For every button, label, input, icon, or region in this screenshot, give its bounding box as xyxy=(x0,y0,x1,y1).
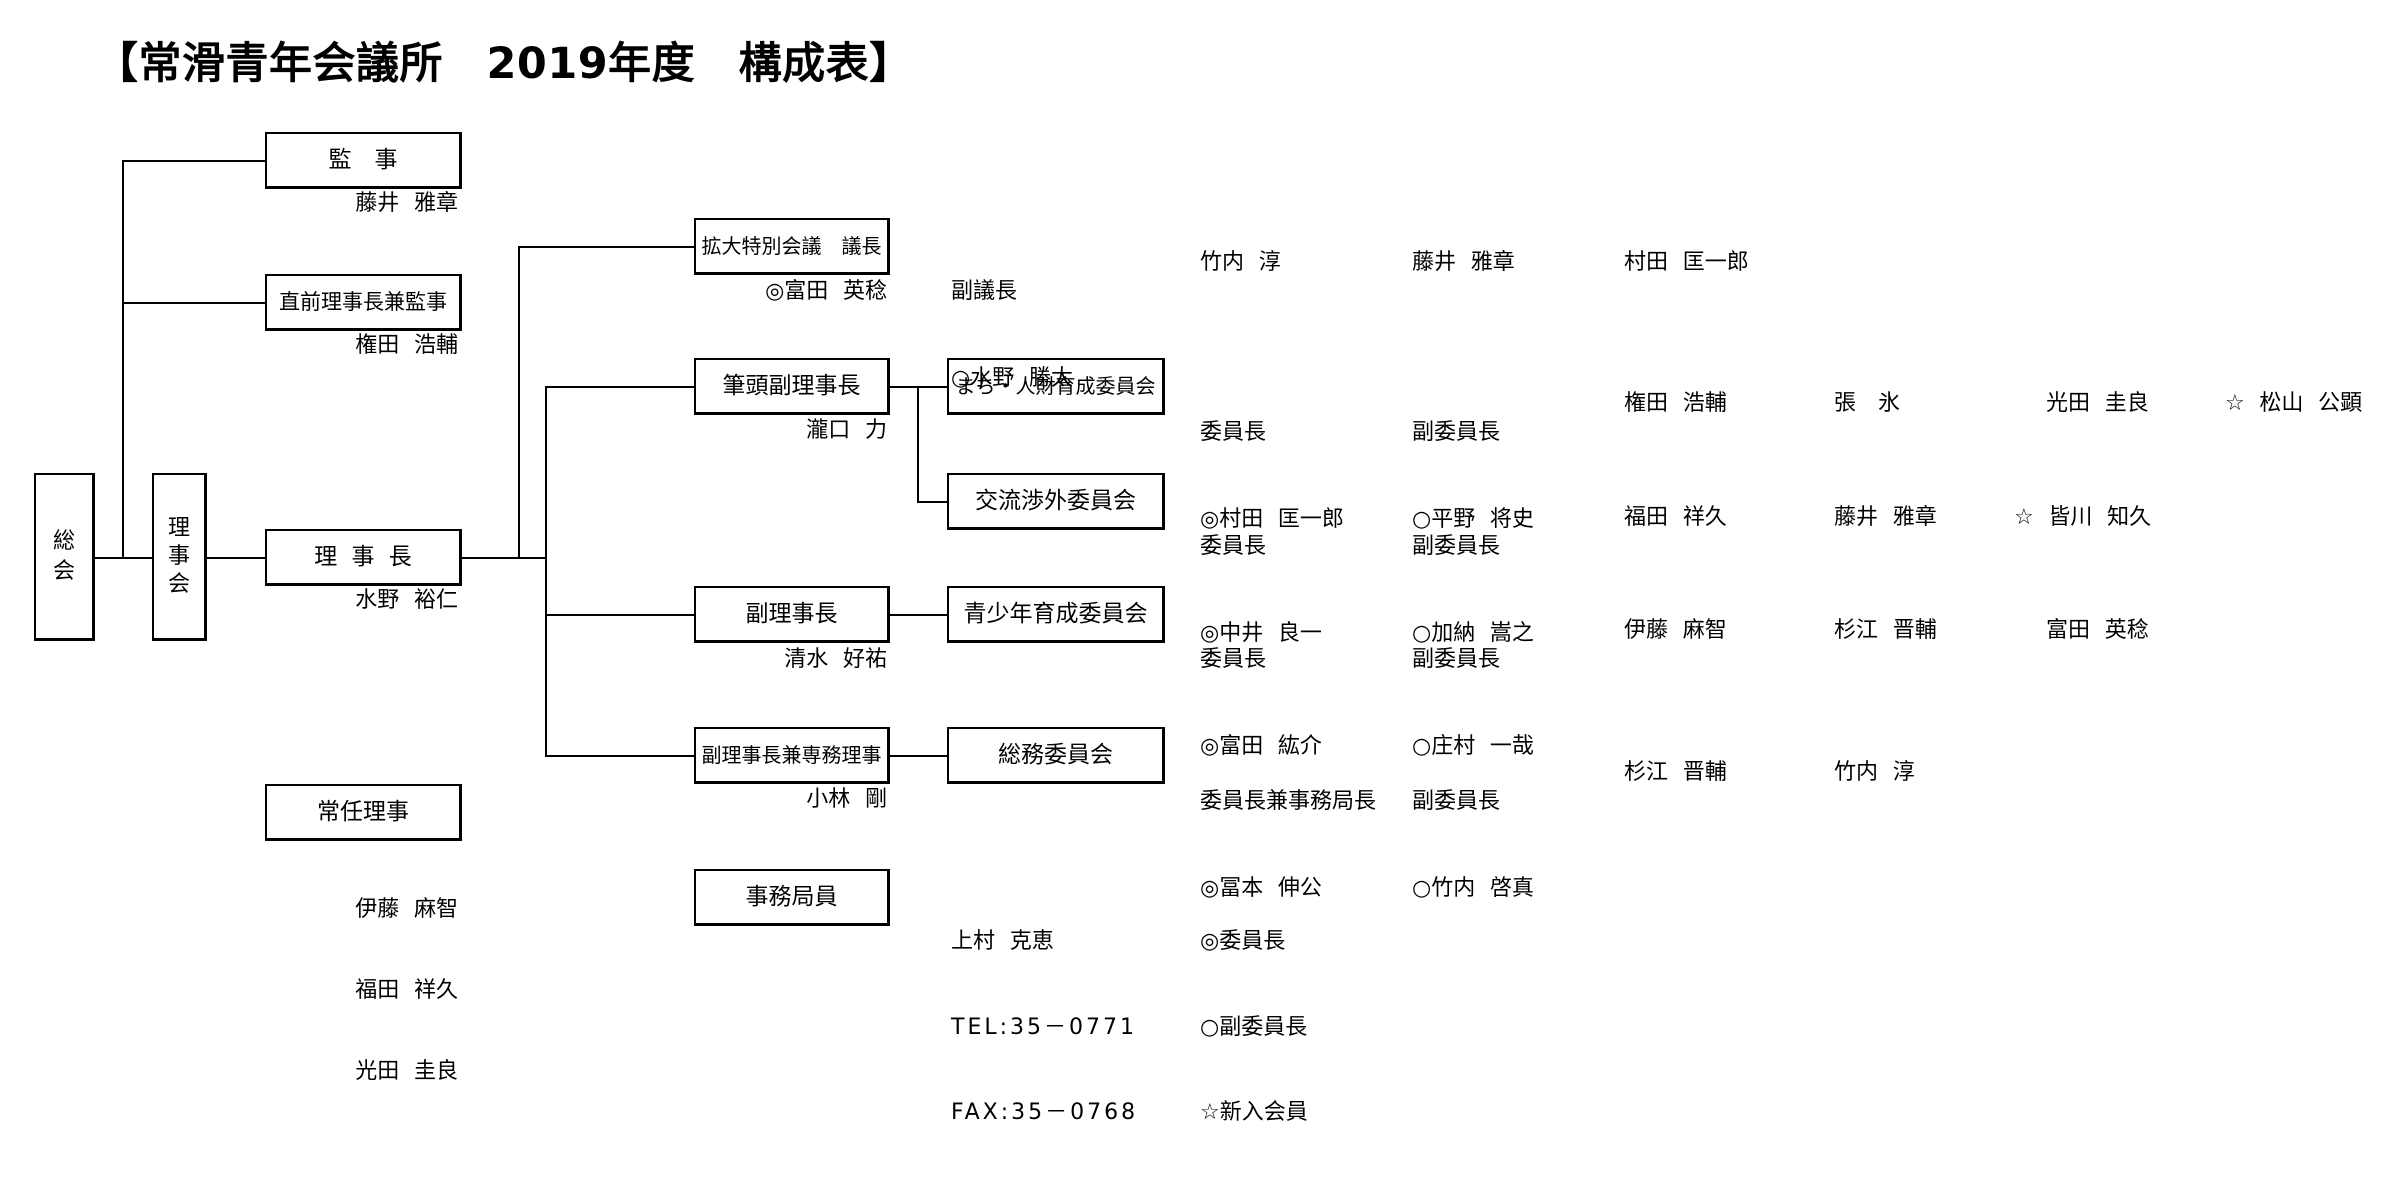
secretariat-tel: TEL:35－0771 xyxy=(951,1014,1137,1040)
general-assembly-box: 総会 xyxy=(34,473,95,641)
standing-directors-box: 常任理事 xyxy=(265,784,462,841)
member-name: 竹内 淳 xyxy=(1200,250,1281,275)
connector-auditors-trunk xyxy=(122,160,124,559)
person-name: 上村 克恵 xyxy=(951,929,1054,954)
member-name: 藤井 雅章 xyxy=(1834,505,1937,530)
connector-president-out xyxy=(462,557,546,559)
role-label: 副委員長 xyxy=(1412,420,1501,445)
president-box: 理 事 長 xyxy=(265,529,462,586)
member-name: 村田 匡一郎 xyxy=(1624,250,1749,275)
person-name: ○加納 嵩之 xyxy=(1412,621,1534,646)
member-name: 藤井 雅章 xyxy=(1412,250,1515,275)
secretariat-row: 上村 克恵 TEL:35－0771 FAX:35－0768 ◎委員長 ○副委員長… xyxy=(0,871,2394,1125)
committee-box-machi: まち・人財育成委員会 xyxy=(947,358,1165,415)
general-assembly-label: 総会 xyxy=(52,528,75,584)
vice-president-name: 清水 好祐 xyxy=(784,647,887,672)
person-name: ◎村田 匡一郎 xyxy=(1200,507,1344,532)
member-name: 杉江 晋輔 xyxy=(1624,760,1727,785)
chair-cell: 委員長 ◎村田 匡一郎 xyxy=(1200,360,1344,592)
role-label: 委員長 xyxy=(1200,647,1267,672)
member-name: 張 氷 xyxy=(1834,391,1901,416)
connector-executive-director xyxy=(545,755,694,757)
page-title: 【常滑青年会議所 2019年度 構成表】 xyxy=(95,39,913,89)
connector-committee-koryu xyxy=(917,501,947,503)
committee-box-somu: 総務委員会 xyxy=(947,727,1165,784)
member-name: 竹内 淳 xyxy=(1834,760,1915,785)
committee-row-seishonen: 委員長 ◎富田 紘介 副委員長 ○庄村 一哉 伊藤 麻智 杉江 晋輔 富田 英稔 xyxy=(0,587,2394,759)
connector-former-president xyxy=(122,302,265,304)
connector-committee-seishonen xyxy=(890,614,947,616)
role-label: 委員長 xyxy=(1200,420,1267,445)
list-item: 福田 祥久 xyxy=(355,978,458,1003)
member-name: 権田 浩輔 xyxy=(1624,391,1727,416)
connector-senior-vp-trunk xyxy=(917,386,919,503)
committee-box-koryu: 交流渉外委員会 xyxy=(947,473,1165,530)
board-meeting-label: 理事会 xyxy=(167,515,190,597)
vice-chair-cell: 副委員長 ○竹内 啓真 xyxy=(1412,729,1534,961)
extended-meeting-chair: ◎富田 英稔 xyxy=(765,279,887,304)
member-name: 杉江 晋輔 xyxy=(1834,618,1937,643)
new-member-name: ☆ 松山 公顕 xyxy=(2225,391,2363,416)
board-meeting-box: 理事会 xyxy=(152,473,207,641)
person-name: ◎冨本 伸公 xyxy=(1200,876,1322,901)
list-item: 光田 圭良 xyxy=(355,1059,458,1084)
chair-cell: 委員長 ◎富田 紘介 xyxy=(1200,587,1322,819)
role-label: 副委員長 xyxy=(1412,789,1501,814)
executive-director-name: 小林 剛 xyxy=(806,787,887,812)
committee-row-koryu: 委員長 ◎中井 良一 副委員長 ○加納 嵩之 福田 祥久 藤井 雅章 ☆ 皆川 … xyxy=(0,474,2394,646)
person-name: ○庄村 一哉 xyxy=(1412,734,1534,759)
auditor-box: 監 事 xyxy=(265,132,462,189)
senior-vice-president-name: 瀧口 力 xyxy=(806,418,887,443)
vice-chair-cell: 副委員長 ○庄村 一哉 xyxy=(1412,587,1534,819)
connector-auditor xyxy=(122,160,265,162)
list-item: 伊藤 麻智 xyxy=(355,897,458,922)
person-name: ◎中井 良一 xyxy=(1200,621,1322,646)
person-name: ◎富田 紘介 xyxy=(1200,734,1322,759)
legend-item: ◎委員長 xyxy=(1200,929,1286,954)
chair-cell: 委員長 ◎中井 良一 xyxy=(1200,474,1322,706)
vice-chair-cell: 副委員長 ○加納 嵩之 xyxy=(1412,474,1534,706)
senior-vice-president-box: 筆頭副理事長 xyxy=(694,358,890,415)
connector-board-president xyxy=(207,557,265,559)
auditor-name: 藤井 雅章 xyxy=(355,191,458,216)
legend-item: ○副委員長 xyxy=(1200,1014,1308,1040)
person-name: ○平野 将史 xyxy=(1412,507,1534,532)
former-president-box: 直前理事長兼監事 xyxy=(265,274,462,331)
connector-extended-meeting xyxy=(518,246,694,248)
member-name: 福田 祥久 xyxy=(1624,505,1727,530)
president-name: 水野 裕仁 xyxy=(355,588,458,613)
committee-row-somu: 委員長兼事務局長 ◎冨本 伸公 副委員長 ○竹内 啓真 杉江 晋輔 竹内 淳 xyxy=(0,729,2394,901)
member-name: 伊藤 麻智 xyxy=(1624,618,1727,643)
extended-meeting-members-row: 副議長 ○水野 勝太 竹内 淳 藤井 雅章 村田 匡一郎 xyxy=(0,219,2394,391)
former-president-name: 権田 浩輔 xyxy=(355,333,458,358)
secretariat-box: 事務局員 xyxy=(694,869,890,926)
role-label: 委員長 xyxy=(1200,534,1267,559)
committee-box-seishonen: 青少年育成委員会 xyxy=(947,586,1165,643)
person-name: ○竹内 啓真 xyxy=(1412,876,1534,901)
vice-chair-cell: 副委員長 ○平野 将史 xyxy=(1412,360,1534,592)
connector-vp xyxy=(545,614,694,616)
committee-row-machi: 委員長 ◎村田 匡一郎 副委員長 ○平野 将史 権田 浩輔 張 氷 光田 圭良 … xyxy=(0,360,2394,532)
connector-committee-somu xyxy=(890,755,947,757)
legend-item: ☆新入会員 xyxy=(1200,1100,1308,1125)
connector-vp-trunk xyxy=(545,386,547,757)
vice-president-box: 副理事長 xyxy=(694,586,890,643)
extended-meeting-box: 拡大特別会議 議長 xyxy=(694,218,890,275)
executive-director-box: 副理事長兼専務理事 xyxy=(694,727,890,784)
role-label: 委員長兼事務局長 xyxy=(1200,789,1377,814)
person-name: ○水野 勝太 xyxy=(951,366,1073,391)
connector-senior-vp xyxy=(545,386,694,388)
member-name: 光田 圭良 xyxy=(2046,391,2149,416)
chair-cell: 委員長兼事務局長 ◎冨本 伸公 xyxy=(1200,729,1376,961)
vice-chair-cell: 副議長 ○水野 勝太 xyxy=(951,219,1073,451)
connector-extended-trunk xyxy=(518,246,520,559)
role-label: 副委員長 xyxy=(1412,647,1501,672)
secretariat-fax: FAX:35－0768 xyxy=(951,1100,1139,1125)
member-name: 富田 英稔 xyxy=(2046,618,2149,643)
legend: ◎委員長 ○副委員長 ☆新入会員 xyxy=(1200,871,1308,1185)
new-member-name: ☆ 皆川 知久 xyxy=(2014,505,2152,530)
secretariat-contact: 上村 克恵 TEL:35－0771 FAX:35－0768 xyxy=(951,871,1138,1185)
role-label: 副委員長 xyxy=(1412,534,1501,559)
role-label: 副議長 xyxy=(951,279,1018,304)
